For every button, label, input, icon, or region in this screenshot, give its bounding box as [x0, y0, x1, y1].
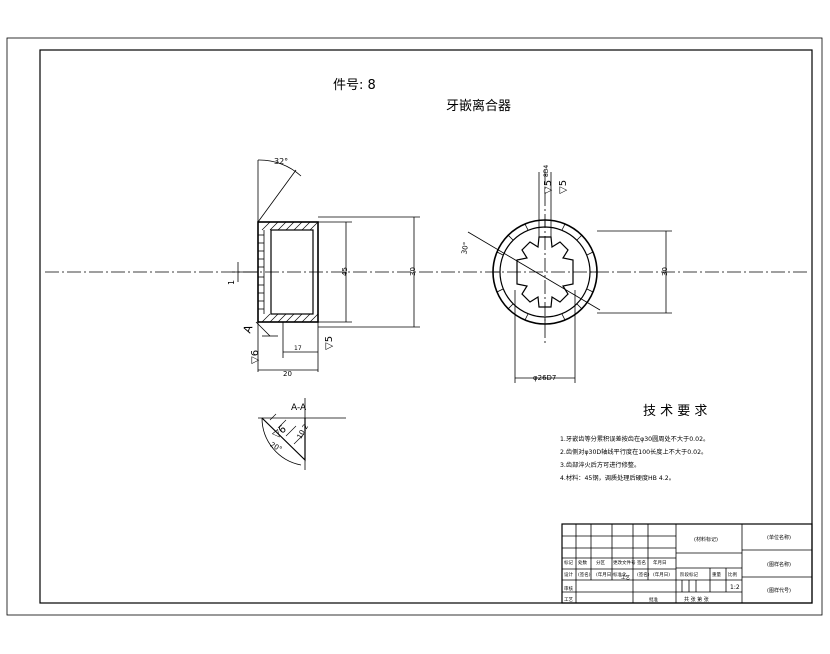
front-view: 30° 8D4 ▽5 ▽5 30 φ26D7 [460, 165, 672, 383]
angle-30-leader [467, 231, 601, 311]
dim-8d4-label: 8D4 [543, 165, 550, 177]
dim-30-right-label: 30 [661, 267, 669, 276]
tb-role-design: 设计 [564, 571, 573, 578]
side-teeth [258, 230, 265, 314]
tb-stage: 阶段标记 [680, 571, 698, 578]
angle-20-arc [261, 417, 302, 466]
spline-profile [516, 236, 574, 308]
tb-row-zone: 分区 [596, 559, 605, 566]
title-block: (材料标记) (单位名称) (图样名称) (图样代号) 标记 处数 分区 更改文… [561, 523, 813, 604]
drawing-title: 牙嵌离合器 [446, 98, 511, 114]
section-mark-a: A [241, 323, 256, 335]
section-aa-view: A-A ▽6 20° 10.2 [258, 398, 346, 470]
side-hatch-bottom [261, 313, 319, 323]
rim-ticks [493, 220, 597, 324]
angle-arc-32 [257, 159, 302, 177]
side-bore [270, 229, 314, 315]
section-aa-label: A-A [291, 403, 307, 413]
angle-20-label: 20° [269, 441, 284, 454]
tb-drawing-name: (图样名称) [767, 561, 791, 568]
tb-drawing-code: (图样代号) [767, 587, 791, 594]
thread-label: 1 [227, 280, 236, 285]
side-hatch-top [261, 221, 319, 231]
tb-process: 工艺 [564, 597, 573, 603]
tb-role-date2: (年月日) [653, 571, 670, 578]
dim-30-label: 30 [409, 267, 417, 276]
part-number-label: 件号: 8 [333, 78, 376, 93]
tb-role-sign: (签名) [578, 571, 591, 578]
tb-row-sign: 签名 [637, 559, 646, 566]
roughness-5-right-a: ▽5 [543, 180, 554, 194]
requirement-3: 3.齿部淬火后方可进行修整。 [560, 461, 640, 469]
tb-role-sign2: (签名) [637, 571, 650, 578]
roughness-6-left: ▽6 [250, 350, 261, 364]
tb-approve: 批准 [649, 596, 658, 603]
section-tooth-profile [261, 417, 306, 462]
tb-scale: 比例 [728, 571, 737, 578]
dim-10-label: 10.2 [296, 423, 311, 441]
requirement-4: 4.材料：45钢，调质处理后硬度HB 4.2。 [560, 474, 675, 482]
roughness-6-section: ▽6 [271, 424, 289, 441]
tech-requirements-title: 技 术 要 求 [643, 404, 707, 419]
side-section-view: 32° 1 45 30 17 20 ▽6 ▽5 A [227, 157, 420, 378]
tb-row-mark: 标记 [564, 559, 573, 566]
dim-20-label: 20 [283, 370, 292, 378]
tb-sheets: 共 张 第 张 [684, 596, 709, 603]
tb-material: (材料标记) [694, 536, 718, 543]
roughness-5-right-b: ▽5 [558, 180, 569, 194]
dim-45-label: 45 [341, 267, 349, 276]
dim-26d7-label: φ26D7 [533, 374, 556, 382]
tb-role-date: (年月日) [596, 571, 613, 578]
angle-32-label: 32° [274, 157, 288, 166]
tb-row-change: 更改文件号 [613, 559, 636, 566]
roughness-5-left: ▽5 [324, 336, 335, 350]
tb-row-count: 处数 [578, 559, 587, 566]
tb-scale-value: 1:2 [730, 584, 740, 591]
requirement-1: 1.牙嵌齿等分累积误差按齿在φ30圆周处不大于0.02。 [560, 435, 709, 443]
tb-weight: 重量 [712, 571, 721, 578]
angle-line-b [257, 169, 297, 223]
angle-30-label: 30° [460, 241, 470, 255]
requirement-2: 2.齿侧对φ30D轴线平行度在100长度上不大于0.02。 [560, 448, 707, 456]
dim-17-label: 17 [294, 345, 302, 352]
tb-craft-row: 工艺 [621, 575, 630, 581]
section-hatch [269, 413, 305, 445]
inner-frame [39, 49, 813, 604]
tb-unit: (单位名称) [767, 534, 791, 541]
tb-role-std: 标准化 [613, 571, 627, 578]
tb-review: 审核 [564, 585, 573, 592]
tb-row-date: 年月日 [653, 559, 667, 566]
outer-frame [6, 37, 823, 616]
